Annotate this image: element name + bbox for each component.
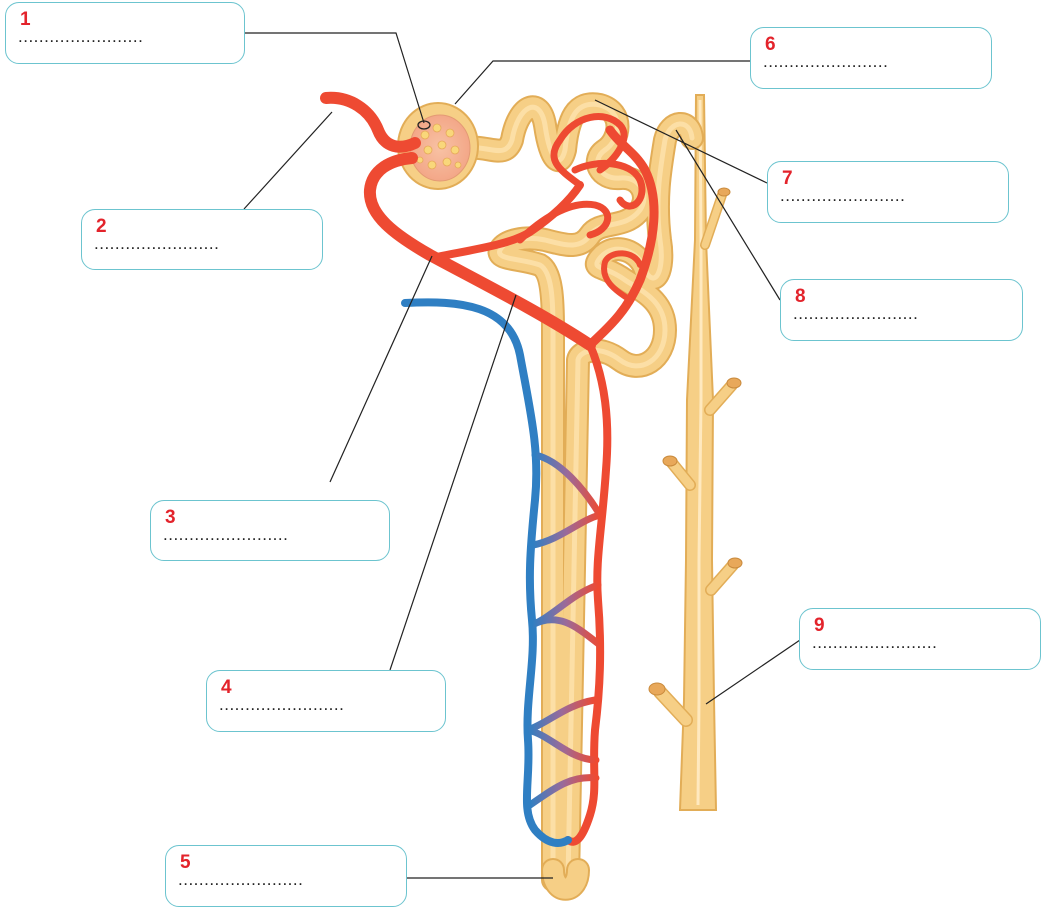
- leader-line-9: [706, 640, 800, 704]
- label-blank-9[interactable]: ........................: [812, 633, 937, 653]
- label-box-4: 4 ........................: [206, 670, 446, 732]
- label-blank-3[interactable]: ........................: [163, 525, 288, 545]
- label-box-5: 5 ........................: [165, 845, 407, 907]
- label-box-9: 9 ........................: [799, 608, 1041, 670]
- label-blank-2[interactable]: ........................: [94, 234, 219, 254]
- label-blank-7[interactable]: ........................: [780, 186, 905, 206]
- label-box-6: 6 ........................: [750, 27, 992, 89]
- label-blank-6[interactable]: ........................: [763, 52, 888, 72]
- leader-line-8: [676, 130, 780, 300]
- label-box-8: 8 ........................: [780, 279, 1023, 341]
- label-box-1: 1 ........................: [5, 2, 245, 64]
- leader-lines: [244, 33, 800, 878]
- leader-line-4: [390, 295, 516, 670]
- label-blank-1[interactable]: ........................: [18, 27, 143, 47]
- label-blank-4[interactable]: ........................: [219, 695, 344, 715]
- label-box-3: 3 ........................: [150, 500, 390, 561]
- label-blank-8[interactable]: ........................: [793, 304, 918, 324]
- leader-line-2: [244, 112, 332, 209]
- label-box-2: 2 ........................: [81, 209, 323, 270]
- label-box-7: 7 ........................: [767, 161, 1009, 223]
- leader-line-3: [330, 256, 432, 482]
- leader-line-1: [244, 33, 424, 123]
- label-blank-5[interactable]: ........................: [178, 870, 303, 890]
